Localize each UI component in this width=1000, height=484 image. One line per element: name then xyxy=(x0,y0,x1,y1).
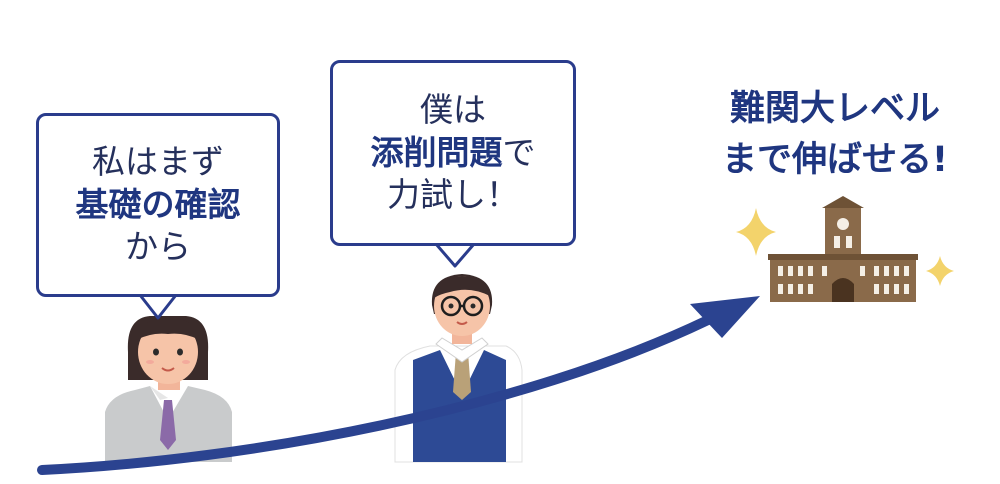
sparkle-icon xyxy=(926,256,954,286)
sparkle-icon xyxy=(736,208,776,256)
student-boy-avatar xyxy=(394,274,523,463)
student-girl-avatar xyxy=(105,316,232,462)
growth-arrow-icon xyxy=(37,296,760,475)
bubble-mid-line-3: 力試し！ xyxy=(387,175,519,215)
bubble-mid-line-2-bold: 添削問題 xyxy=(370,132,503,172)
goal-heading: 難関大レベル まで伸ばせる! xyxy=(695,84,975,186)
goal-line-2: まで伸ばせる! xyxy=(722,139,948,180)
bubble-left-line-3: から xyxy=(125,227,191,267)
bubble-left-line-2: 基礎の確認 xyxy=(75,184,241,224)
bubble-left-line-1: 私はまず xyxy=(92,141,224,181)
goal-line-1: 難関大レベル xyxy=(729,89,940,129)
speech-bubble-boy: 僕は 添削問題で 力試し！ xyxy=(330,60,576,246)
bubble-mid-line-2: 添削問題で xyxy=(371,132,536,175)
bubble-mid-line-1: 僕は xyxy=(420,89,486,129)
speech-bubble-girl: 私はまず 基礎の確認 から xyxy=(36,113,280,297)
university-building-icon xyxy=(768,196,918,302)
bubble-mid-line-2-rest: で xyxy=(502,132,536,172)
